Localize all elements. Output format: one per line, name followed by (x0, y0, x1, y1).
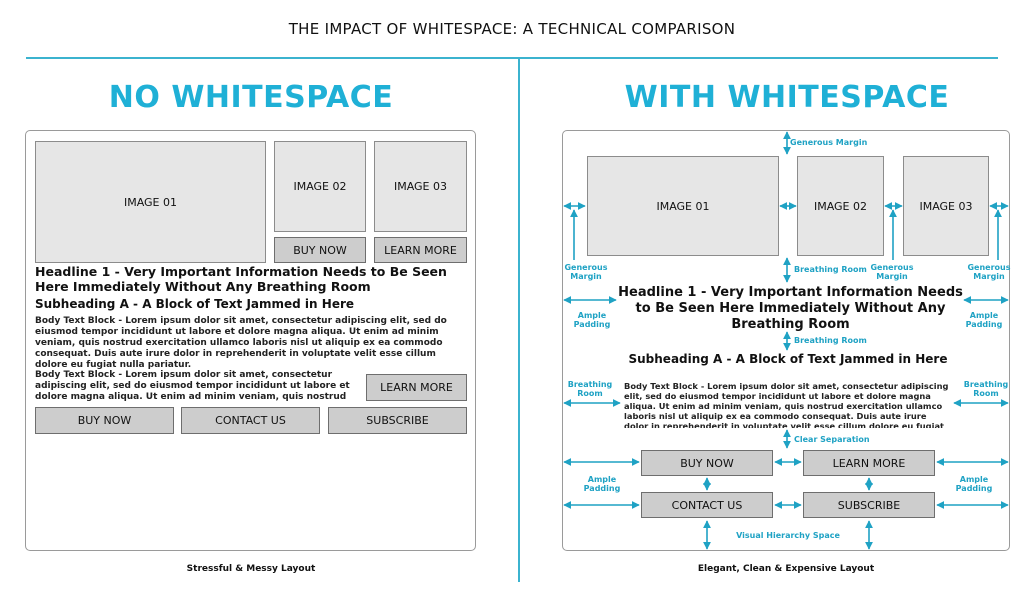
annotation-visual-hierarchy-space: Visual Hierarchy Space (736, 531, 840, 540)
left-image-03: IMAGE 03 (374, 141, 467, 232)
annotation-breathing-room-left: Breathing Room (567, 380, 613, 398)
left-body-text-2: Body Text Block - Lorem ipsum dolor sit … (35, 370, 350, 402)
annotation-ample-padding-buttons-right: Ample Padding (955, 475, 993, 493)
left-contact-us-button[interactable]: CONTACT US (181, 407, 320, 434)
left-image-02: IMAGE 02 (274, 141, 366, 232)
right-image-01: IMAGE 01 (587, 156, 779, 256)
annotation-generous-margin-left: Generous Margin (564, 263, 608, 281)
left-body-text-1: Body Text Block - Lorem ipsum dolor sit … (35, 316, 447, 370)
annotation-breathing-room-headline: Breathing Room (794, 336, 867, 345)
annotation-ample-padding-left: Ample Padding (573, 311, 611, 329)
right-heading: WITH WHITESPACE (624, 80, 950, 115)
page-title: THE IMPACT OF WHITESPACE: A TECHNICAL CO… (288, 20, 736, 38)
left-buy-now-button[interactable]: BUY NOW (35, 407, 174, 434)
left-heading: NO WHITESPACE (108, 80, 394, 115)
right-learn-more-button[interactable]: LEARN MORE (803, 450, 935, 476)
right-subscribe-button[interactable]: SUBSCRIBE (803, 492, 935, 518)
annotation-generous-margin-mid: Generous Margin (870, 263, 914, 281)
left-headline: Headline 1 - Very Important Information … (35, 264, 447, 294)
right-image-03: IMAGE 03 (903, 156, 989, 256)
right-buy-now-button[interactable]: BUY NOW (641, 450, 773, 476)
right-subheading: Subheading A - A Block of Text Jammed in… (628, 352, 948, 366)
annotation-generous-margin-right: Generous Margin (967, 263, 1011, 281)
left-mockup-panel: IMAGE 01 IMAGE 02 IMAGE 03 BUY NOW LEARN… (25, 130, 476, 551)
center-divider (518, 57, 520, 582)
top-divider (26, 57, 998, 59)
left-learn-more-mid-button[interactable]: LEARN MORE (366, 374, 467, 401)
annotation-breathing-room-images: Breathing Room (794, 265, 867, 274)
annotation-ample-padding-right: Ample Padding (965, 311, 1003, 329)
annotation-breathing-room-right: Breathing Room (963, 380, 1009, 398)
left-subheading: Subheading A - A Block of Text Jammed in… (35, 297, 355, 311)
left-caption: Stressful & Messy Layout (186, 564, 316, 574)
right-caption: Elegant, Clean & Expensive Layout (697, 564, 875, 574)
annotation-ample-padding-buttons-left: Ample Padding (583, 475, 621, 493)
left-subscribe-button[interactable]: SUBSCRIBE (328, 407, 467, 434)
annotation-clear-separation: Clear Separation (794, 435, 870, 444)
left-learn-more-top-button[interactable]: LEARN MORE (374, 237, 467, 263)
right-image-02: IMAGE 02 (797, 156, 884, 256)
right-body-text: Body Text Block - Lorem ipsum dolor sit … (624, 381, 949, 428)
right-headline: Headline 1 - Very Important Information … (618, 285, 963, 332)
left-image-01: IMAGE 01 (35, 141, 266, 263)
annotation-generous-margin-top: Generous Margin (790, 138, 868, 147)
right-contact-us-button[interactable]: CONTACT US (641, 492, 773, 518)
left-buy-now-top-button[interactable]: BUY NOW (274, 237, 366, 263)
